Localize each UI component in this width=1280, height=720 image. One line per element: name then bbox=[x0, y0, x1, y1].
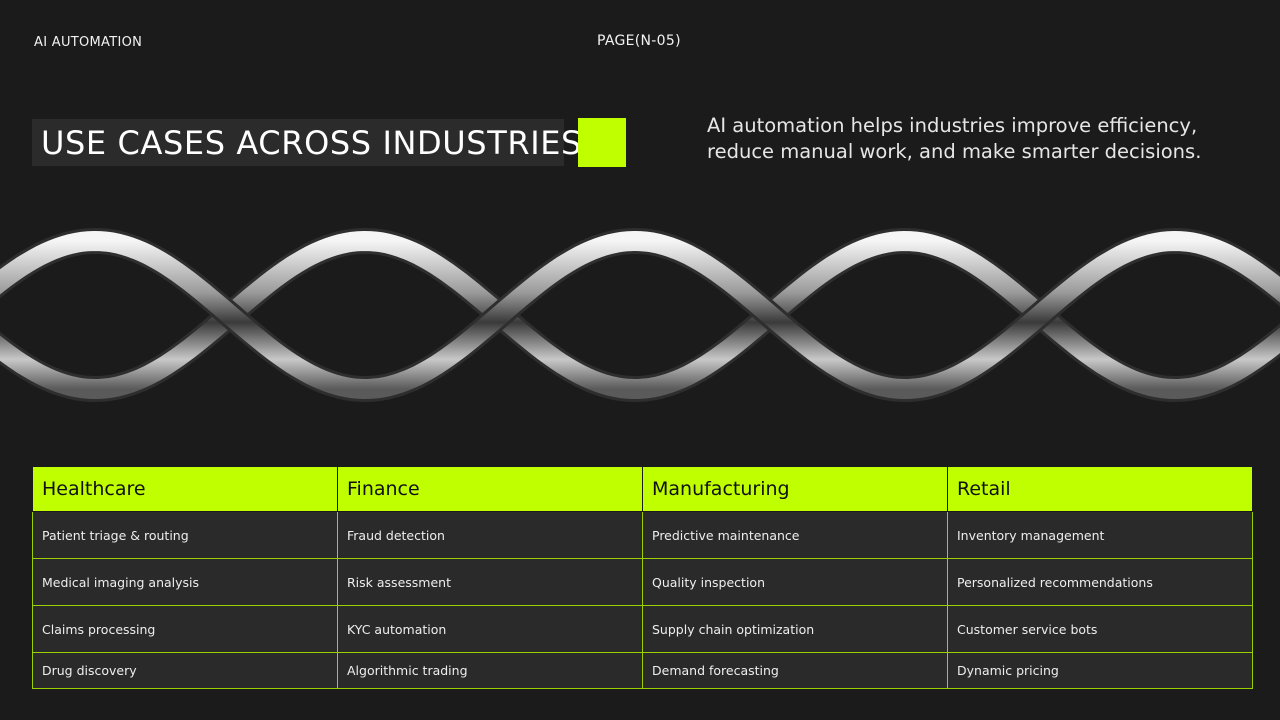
table-row: Drug discovery Algorithmic trading Deman… bbox=[32, 652, 1253, 689]
table-cell: Claims processing bbox=[32, 605, 338, 653]
brand-label: AI AUTOMATION bbox=[34, 35, 143, 50]
dna-helix-image bbox=[0, 227, 1280, 403]
page-number: PAGE(N-05) bbox=[597, 33, 681, 49]
table-cell: Quality inspection bbox=[642, 558, 948, 606]
table-cell: Fraud detection bbox=[337, 511, 643, 559]
table-cell: Risk assessment bbox=[337, 558, 643, 606]
use-case-table: Healthcare Finance Manufacturing Retail … bbox=[32, 466, 1253, 689]
table-cell: Supply chain optimization bbox=[642, 605, 948, 653]
table-cell: Inventory management bbox=[947, 511, 1253, 559]
page-title: USE CASES ACROSS INDUSTRIES bbox=[41, 123, 582, 162]
title-box: USE CASES ACROSS INDUSTRIES bbox=[32, 119, 581, 166]
table-cell: Predictive maintenance bbox=[642, 511, 948, 559]
table-cell: Medical imaging analysis bbox=[32, 558, 338, 606]
table-header-row: Healthcare Finance Manufacturing Retail bbox=[32, 466, 1253, 512]
accent-square bbox=[578, 118, 626, 167]
table-cell: Personalized recommendations bbox=[947, 558, 1253, 606]
header-healthcare: Healthcare bbox=[32, 466, 338, 512]
intro-text: AI automation helps industries improve e… bbox=[707, 114, 1202, 163]
table-row: Medical imaging analysis Risk assessment… bbox=[32, 558, 1253, 606]
table-cell: Customer service bots bbox=[947, 605, 1253, 653]
table-cell: Algorithmic trading bbox=[337, 652, 643, 689]
table-cell: KYC automation bbox=[337, 605, 643, 653]
table-cell: Dynamic pricing bbox=[947, 652, 1253, 689]
table-cell: Patient triage & routing bbox=[32, 511, 338, 559]
table-cell: Demand forecasting bbox=[642, 652, 948, 689]
header-manufacturing: Manufacturing bbox=[642, 466, 948, 512]
table-row: Claims processing KYC automation Supply … bbox=[32, 605, 1253, 653]
table-cell: Drug discovery bbox=[32, 652, 338, 689]
header-finance: Finance bbox=[337, 466, 643, 512]
table-row: Patient triage & routing Fraud detection… bbox=[32, 511, 1253, 559]
header-retail: Retail bbox=[947, 466, 1253, 512]
